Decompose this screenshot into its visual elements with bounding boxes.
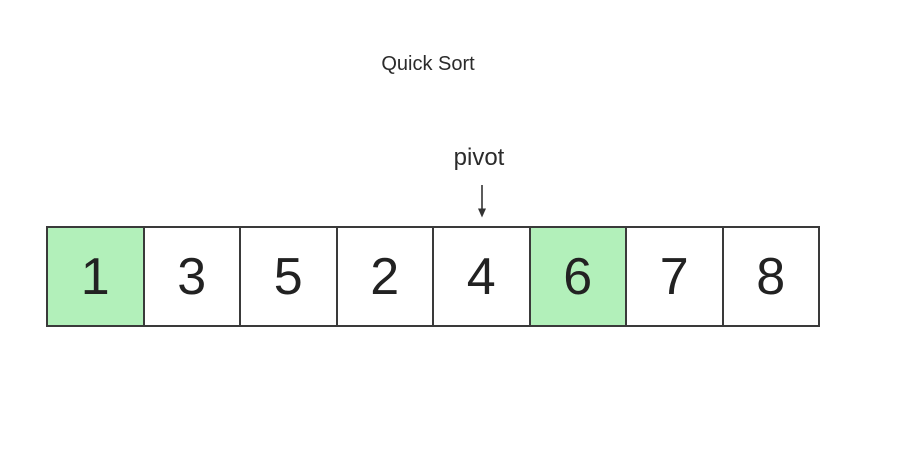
array-cell: 7 [625, 226, 724, 327]
page-title: Quick Sort [381, 53, 475, 75]
array-cell: 3 [142, 226, 241, 327]
array-cell: 4 [432, 226, 531, 327]
pivot-label: pivot [453, 144, 505, 171]
array-cell: 8 [721, 226, 820, 327]
down-arrow-icon [478, 185, 486, 218]
array-row: 1 3 5 2 4 6 7 8 [46, 226, 820, 327]
array-cell: 1 [46, 226, 145, 327]
array-cell: 2 [335, 226, 434, 327]
array-cell: 5 [239, 226, 338, 327]
array-cell: 6 [528, 226, 627, 327]
